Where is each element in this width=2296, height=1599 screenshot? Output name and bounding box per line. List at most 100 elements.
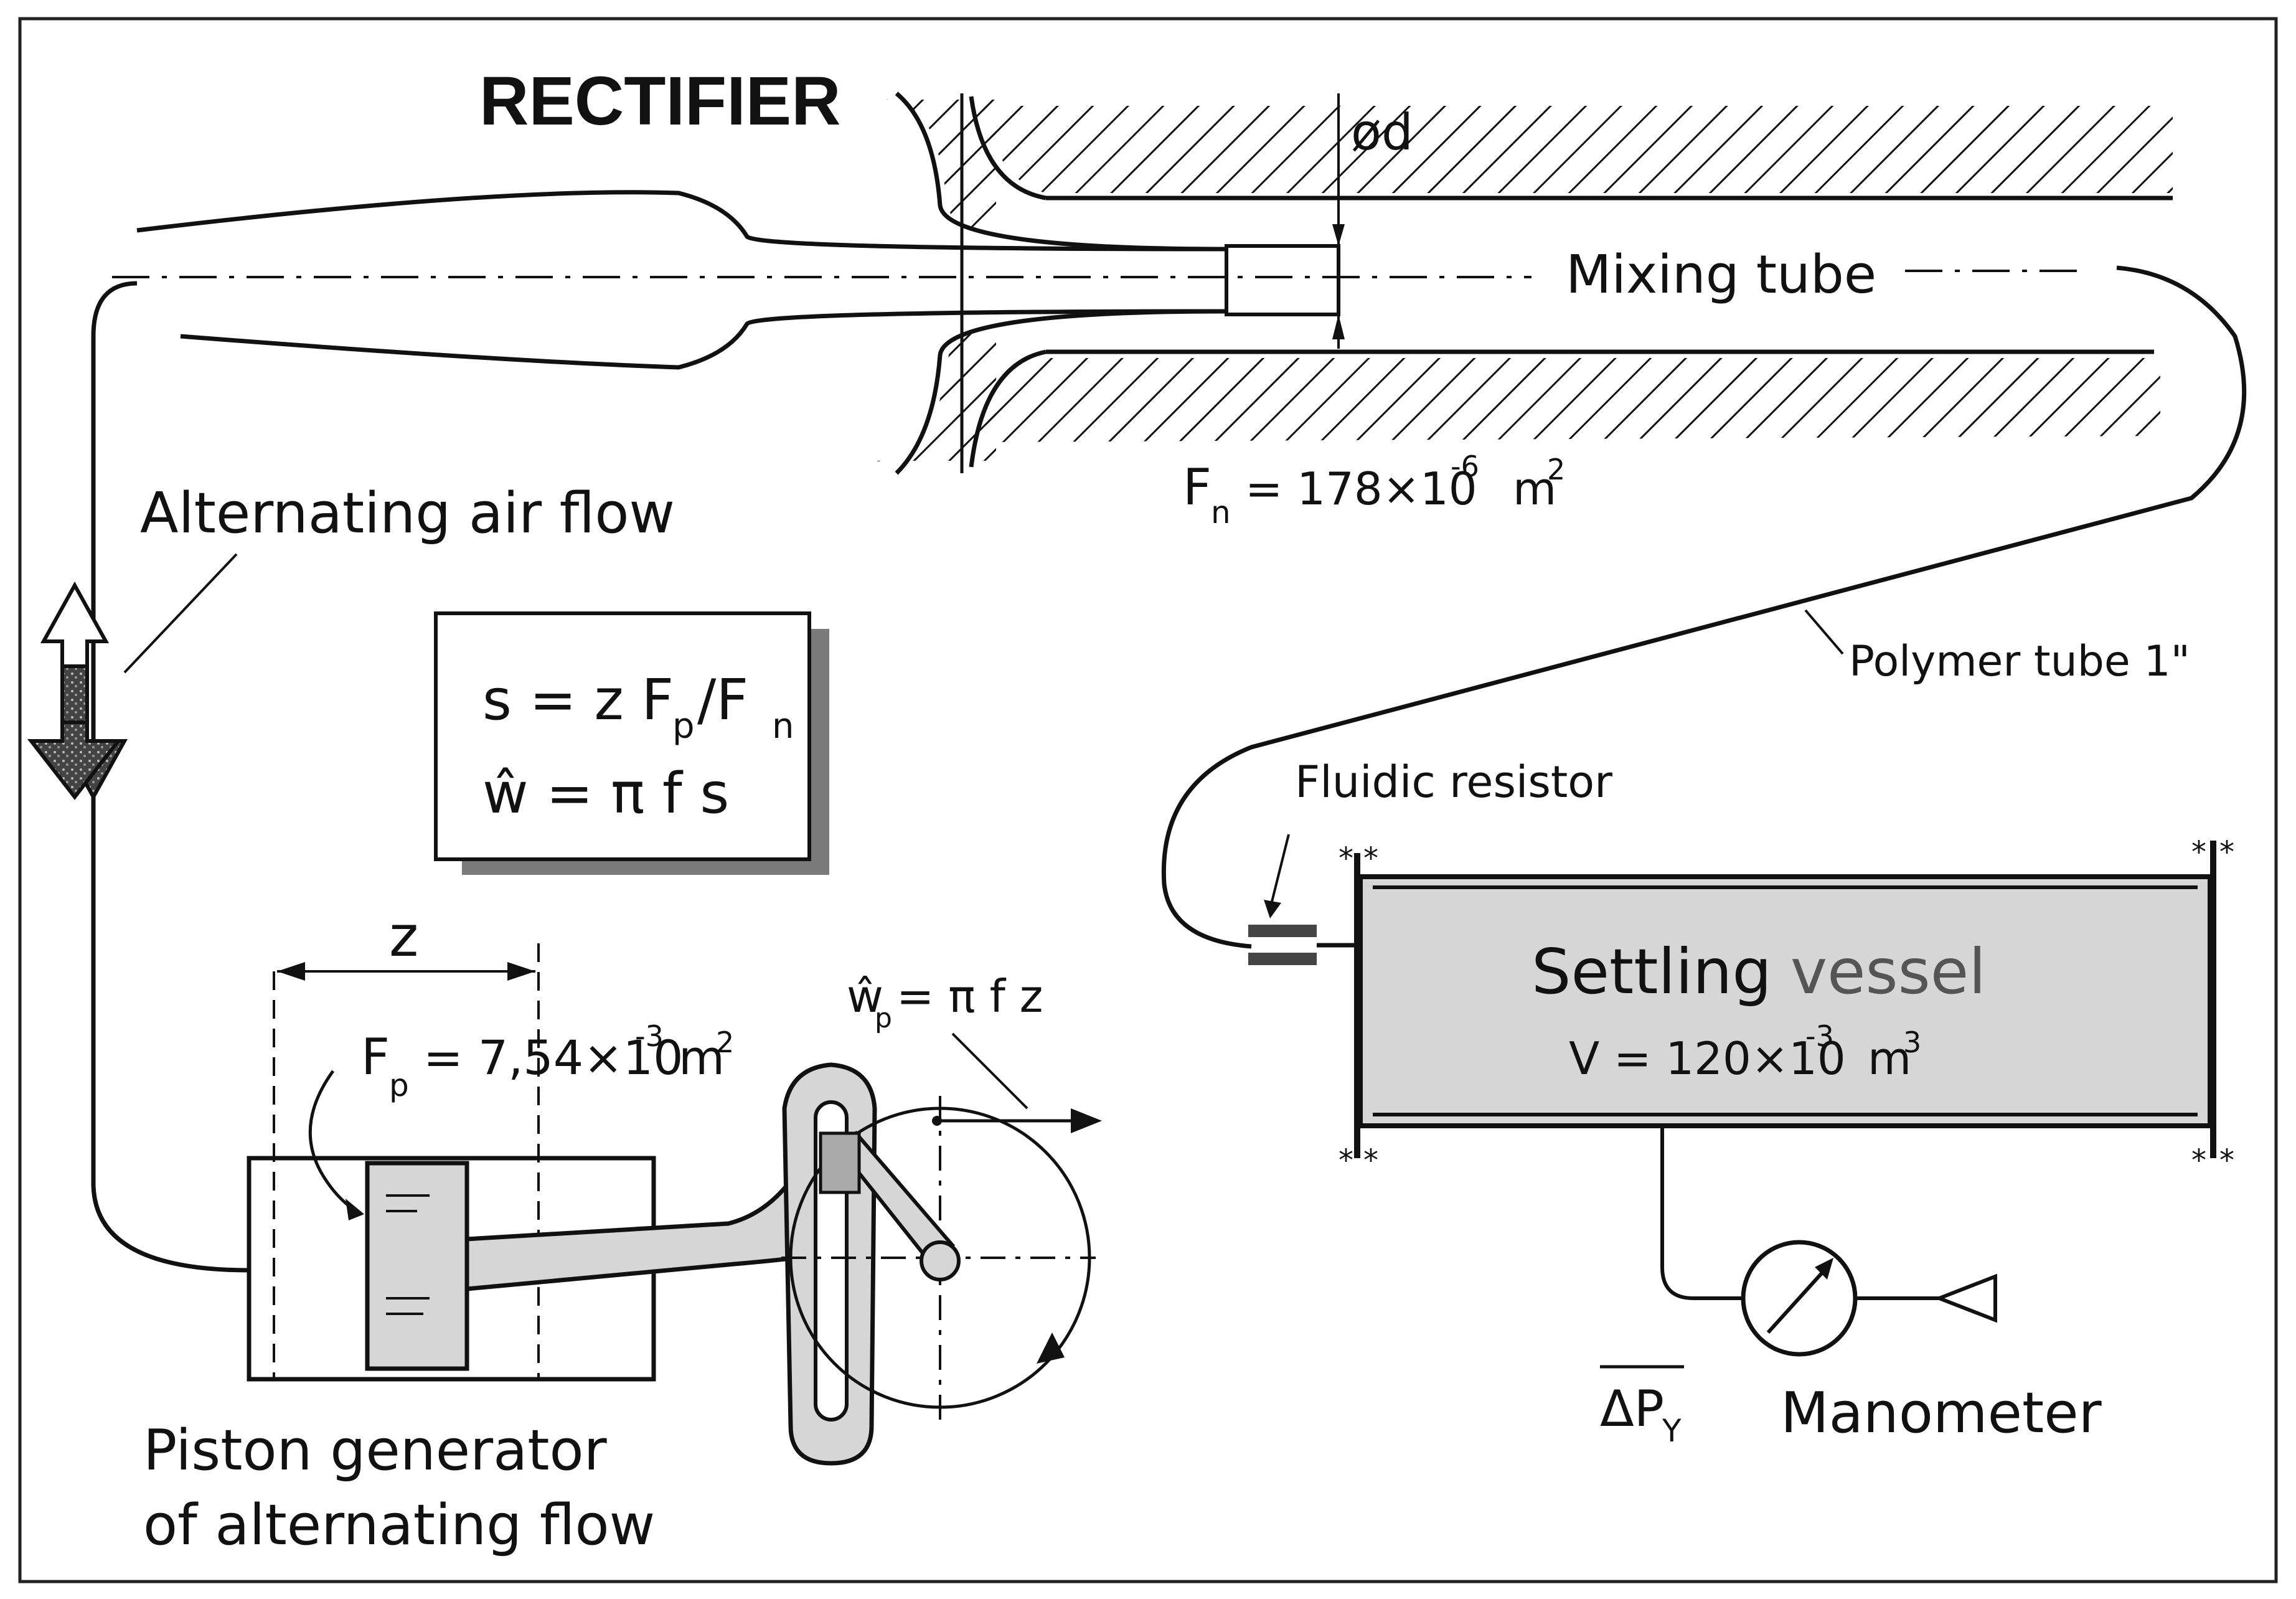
- piston-generator-label-line1: Piston generator: [143, 1418, 607, 1483]
- fn-unit: m: [1513, 463, 1556, 515]
- delta-p-label: ΔP Y: [1600, 1380, 1682, 1449]
- manometer-label: Manometer: [1781, 1380, 2102, 1446]
- slider-block: [819, 1131, 861, 1194]
- rectifier-wall-hatch-upper: [872, 99, 996, 237]
- mixing-tube-hatch-lower: [984, 358, 2160, 442]
- polymer-tube-label: Polymer tube 1": [1849, 637, 2190, 686]
- wp-subscript: p: [875, 1002, 892, 1034]
- piston-generator: [247, 943, 1102, 1466]
- settling-vessel-body: [1358, 874, 2213, 1128]
- fluidic-resistor-leader-line: [1269, 834, 1290, 910]
- vessel-volume-value: V = 120×10: [1569, 1032, 1846, 1085]
- formula-1: s = z F p /F n: [482, 667, 794, 747]
- fluidic-resistor-label: Fluidic resistor: [1295, 757, 1612, 808]
- fp-unit-exponent: 2: [716, 1026, 734, 1059]
- fn-value: = 178×10: [1245, 463, 1477, 515]
- settling-vessel-label-b: vessel: [1790, 935, 1986, 1008]
- wp-leader-line: [951, 1032, 1028, 1110]
- fn-unit-exponent: 2: [1547, 453, 1565, 486]
- rectifier-nozzle-exit: [1225, 244, 1340, 316]
- formula-1-sub-p: p: [672, 706, 695, 747]
- rectifier-wall-hatch-lower: [872, 324, 996, 461]
- fluidic-resistor: [1248, 834, 1357, 965]
- rectifier-label: RECTIFIER: [479, 63, 841, 139]
- wp-velocity-label: ŵ p = π f z: [847, 970, 1043, 1034]
- manometer-needle: [1766, 1265, 1829, 1334]
- alternating-air-flow-label: Alternating air flow: [140, 481, 675, 546]
- delta-p-subscript: Y: [1662, 1413, 1682, 1449]
- wp-formula: = π f z: [896, 970, 1043, 1022]
- fp-area-label: F p = 7,54×10 -3 m 2: [361, 1019, 734, 1103]
- mixing-tube-label: Mixing tube: [1566, 244, 1876, 306]
- diameter-arrow-bottom-icon: [1332, 314, 1345, 339]
- fluidic-resistor-arrow-icon: [1264, 900, 1281, 918]
- z-label: z: [389, 904, 418, 969]
- bolt-icon: *: [2219, 1143, 2234, 1178]
- diameter-label: ød: [1351, 103, 1413, 161]
- alternating-flow-down-arrowhead-icon: [27, 720, 123, 800]
- fp-subscript: p: [389, 1067, 409, 1103]
- formula-1-main: s = z F: [482, 667, 674, 733]
- bolt-icon: *: [2219, 835, 2234, 870]
- vessel-volume-unit-exponent: 3: [1903, 1026, 1921, 1059]
- rotation-arrow-icon: [1037, 1332, 1065, 1364]
- bolt-icon: *: [2191, 835, 2206, 870]
- crank-pin: [920, 1240, 961, 1281]
- fp-symbol: F: [361, 1028, 390, 1086]
- z-arrow-right-icon: [507, 962, 535, 981]
- piston-head: [365, 1161, 469, 1371]
- outer-frame: [18, 17, 2278, 1583]
- bolt-icon: *: [1339, 1143, 1353, 1178]
- mixing-tube-inlet-lower: [969, 349, 1047, 468]
- velocity-arrowhead-icon: [1071, 1108, 1102, 1133]
- vessel-volume-unit: m: [1868, 1032, 1911, 1085]
- fp-unit: m: [679, 1030, 725, 1085]
- velocity-origin-dot: [932, 1116, 942, 1126]
- bolt-icon: *: [2191, 1143, 2206, 1178]
- air-flow-loop: [27, 281, 250, 1273]
- formula-2: ŵ = π f s: [482, 761, 729, 826]
- rectifier-funnel-upper: [136, 190, 1227, 252]
- bolt-icon: *: [1363, 1143, 1378, 1178]
- rectifier-group: [136, 92, 1340, 475]
- delta-p-symbol: ΔP: [1600, 1380, 1664, 1438]
- mixing-tube-inlet-upper: [969, 96, 1047, 200]
- polymer-tube-leader-line: [1804, 609, 1844, 655]
- fluidic-resistor-bottom-plate: [1248, 953, 1317, 965]
- rectifier-wall-upper-outline: [895, 92, 1227, 252]
- vessel-volume-label: V = 120×10 -3 m 3: [1569, 1019, 1921, 1085]
- polymer-tube-line: [1161, 265, 2247, 949]
- manometer-tube: [1660, 1126, 1743, 1300]
- settling-vessel-label-a: Settling: [1531, 935, 1772, 1008]
- mixing-tube-group: [112, 93, 2173, 468]
- z-arrow-left-icon: [277, 962, 305, 981]
- bolt-icon: *: [1363, 841, 1378, 876]
- air-flow-leader-line: [123, 553, 238, 674]
- fp-value: = 7,54×10: [423, 1030, 683, 1085]
- fn-exponent: -6: [1451, 450, 1479, 483]
- manometer-group: [1600, 1126, 1997, 1369]
- manometer-outlet-triangle-icon: [1934, 1273, 1997, 1323]
- fp-arrow-icon: [346, 1199, 364, 1220]
- fn-symbol: F: [1183, 458, 1212, 516]
- vessel-volume-exponent: -3: [1805, 1019, 1834, 1053]
- wp-symbol: ŵ: [847, 970, 883, 1022]
- rectifier-funnel-lower: [180, 309, 1227, 370]
- rectifier-wall-lower-outline: [895, 309, 1227, 475]
- formula-box-panel: [434, 611, 811, 861]
- formula-1-sub-n: n: [772, 706, 794, 747]
- manometer-needle-tip-icon: [1815, 1258, 1833, 1280]
- mixing-tube-hatch-upper: [984, 106, 2173, 193]
- fn-subscript: n: [1211, 494, 1231, 531]
- bolt-icon: *: [1339, 841, 1353, 876]
- formula-box: [434, 611, 829, 875]
- air-flow-tube-left: [91, 281, 250, 1273]
- fn-area-label: F n = 178×10 -6 m 2: [1183, 450, 1565, 531]
- fp-exponent: -3: [635, 1019, 664, 1053]
- formula-1-mid: /F: [697, 667, 748, 733]
- diameter-arrow-top-icon: [1332, 224, 1345, 246]
- settling-vessel: * * * * * * * *: [1339, 835, 2234, 1178]
